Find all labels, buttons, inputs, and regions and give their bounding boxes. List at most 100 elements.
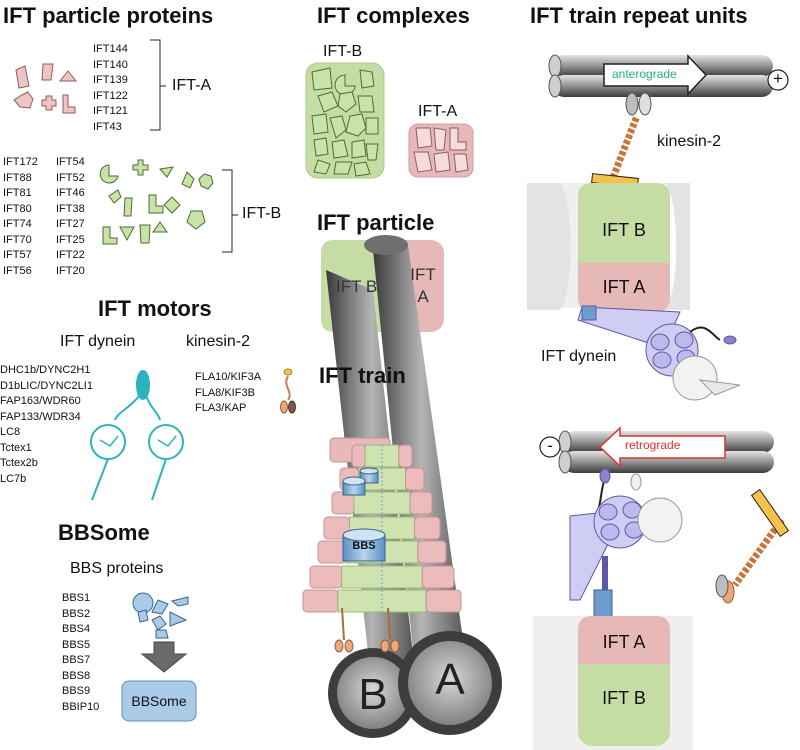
top-ift-b-label: IFT B bbox=[602, 220, 646, 240]
list-item: IFT20 bbox=[56, 264, 85, 277]
list-item: FLA3/KAP bbox=[195, 402, 247, 414]
train-row-ift-a-right bbox=[398, 444, 413, 468]
ift-a-complex-label: IFT-A bbox=[418, 103, 458, 120]
doublet-a-label: A bbox=[435, 655, 465, 704]
retrograde-arrow bbox=[598, 426, 726, 468]
kinesin-2-retrograde bbox=[715, 488, 790, 604]
doublet-b-label: B bbox=[358, 670, 388, 719]
ift-a-protein-shapes bbox=[13, 63, 78, 114]
train-row-ift-a-left bbox=[317, 540, 347, 564]
list-item: IFT121 bbox=[93, 105, 128, 117]
ift-dynein-retrograde bbox=[569, 468, 683, 619]
train-row-ift-a-right bbox=[405, 467, 425, 491]
list-item: BBS4 bbox=[62, 623, 91, 635]
list-item: D1bLIC/DYNC2LI1 bbox=[0, 379, 93, 392]
anterograde-label: anterograde bbox=[612, 67, 677, 81]
heading-repeat-units: IFT train repeat units bbox=[530, 3, 748, 28]
list-item: IFT122 bbox=[93, 89, 128, 102]
plus-end-marker bbox=[767, 69, 789, 91]
list-item: IFT172 bbox=[3, 156, 38, 168]
kinesin-2-anterograde bbox=[591, 92, 652, 194]
heading-particle: IFT particle bbox=[317, 210, 435, 235]
list-item: IFT52 bbox=[56, 171, 85, 184]
ift-dynein-anterograde bbox=[577, 305, 741, 401]
list-item: IFT46 bbox=[56, 187, 85, 199]
list-item: IFT140 bbox=[93, 58, 128, 71]
train-row-ift-a-right bbox=[409, 491, 433, 515]
train-row-ift-a-left bbox=[351, 444, 366, 468]
ift-b-bracket bbox=[222, 169, 238, 253]
list-item: BBIP10 bbox=[62, 700, 100, 713]
heading-train: IFT train bbox=[319, 363, 406, 388]
minus-end-marker bbox=[539, 436, 561, 458]
list-item: IFT22 bbox=[56, 249, 85, 261]
list-item: IFT139 bbox=[93, 74, 128, 86]
ift-b-complex bbox=[305, 62, 385, 179]
heading-bbsome: BBSome bbox=[58, 520, 150, 545]
ift-a-group-label: IFT-A bbox=[172, 77, 212, 94]
train-row-ift-a-right bbox=[425, 589, 462, 613]
ift-train bbox=[302, 235, 502, 738]
particle-ift-a-line1: IFT bbox=[410, 265, 436, 284]
train-rows bbox=[302, 444, 462, 613]
list-item: BBS7 bbox=[62, 654, 91, 666]
list-item: BBS1 bbox=[62, 592, 91, 604]
list-item: IFT88 bbox=[3, 171, 32, 184]
plus-end-label: + bbox=[773, 69, 783, 88]
ift-a-protein-list: IFT144 IFT140 IFT139 IFT122 IFT121 IFT43 bbox=[93, 42, 128, 135]
dynein-label: IFT dynein bbox=[60, 333, 136, 350]
train-row-ift-a-right bbox=[421, 565, 455, 589]
list-item: BBS2 bbox=[62, 607, 91, 620]
list-item: BBS8 bbox=[62, 669, 91, 682]
train-bbs-label: BBS bbox=[352, 540, 376, 552]
list-item: IFT25 bbox=[56, 233, 85, 246]
list-item: IFT43 bbox=[93, 120, 122, 133]
bbs-cylinders bbox=[342, 467, 386, 562]
list-item: BBS5 bbox=[62, 638, 91, 651]
retrograde-label: retrograde bbox=[625, 438, 681, 452]
ift-b-protein-list-col2: IFT54 IFT52 IFT46 IFT38 IFT27 IFT25 IFT2… bbox=[56, 155, 85, 279]
minus-end-label: - bbox=[547, 436, 553, 455]
list-item: IFT80 bbox=[3, 202, 32, 215]
list-item: IFT54 bbox=[56, 156, 85, 168]
ift-b-protein-list-col1: IFT172 IFT88 IFT81 IFT80 IFT74 IFT70 IFT… bbox=[3, 155, 38, 279]
list-item: IFT144 bbox=[93, 43, 128, 55]
kinesin-cartoon bbox=[280, 368, 296, 414]
heading-complexes: IFT complexes bbox=[317, 3, 470, 28]
particle-ift-b-label: IFT B bbox=[336, 277, 378, 296]
ift-a-bracket bbox=[150, 39, 166, 131]
train-row-ift-a-left bbox=[309, 565, 343, 589]
list-item: IFT27 bbox=[56, 218, 85, 230]
list-item: LC8 bbox=[0, 426, 21, 438]
list-item: Tctex2b bbox=[0, 457, 38, 469]
bottom-ift-b-label: IFT B bbox=[602, 688, 646, 708]
list-item: IFT81 bbox=[3, 187, 32, 199]
bbs-protein-shapes bbox=[132, 592, 189, 639]
dynein-protein-list: DHC1b/DYNC2H1 D1bLIC/DYNC2LI1 FAP163/WDR… bbox=[0, 363, 93, 487]
anterograde-arrow bbox=[603, 54, 708, 96]
train-row-ift-b bbox=[364, 444, 400, 468]
train-row-ift-a-right bbox=[413, 516, 441, 540]
heading-particle-proteins: IFT particle proteins bbox=[3, 3, 214, 28]
heading-motors: IFT motors bbox=[98, 296, 212, 321]
ift-b-complex-label: IFT-B bbox=[323, 43, 363, 60]
ift-a-complex bbox=[408, 123, 474, 178]
top-ift-a-label: IFT A bbox=[602, 277, 646, 297]
list-item: IFT74 bbox=[3, 218, 32, 230]
kinesin-protein-list: FLA10/KIF3A FLA8/KIF3B FLA3/KAP bbox=[195, 370, 261, 417]
bbs-proteins-label: BBS proteins bbox=[70, 560, 164, 577]
list-item: Tctex1 bbox=[0, 441, 32, 454]
bbsome-box-label: BBSome bbox=[131, 693, 187, 709]
list-item: IFT57 bbox=[3, 249, 32, 261]
list-item: IFT70 bbox=[3, 233, 32, 246]
train-row-ift-a-right bbox=[417, 540, 447, 564]
ift-b-protein-shapes bbox=[99, 159, 214, 245]
list-item: LC7b bbox=[0, 472, 27, 485]
list-item: DHC1b/DYNC2H1 bbox=[0, 364, 91, 376]
train-row-ift-b bbox=[341, 565, 423, 589]
bbs-protein-list: BBS1 BBS2 BBS4 BBS5 BBS7 BBS8 BBS9 BBIP1… bbox=[62, 591, 99, 715]
top-train-unit bbox=[527, 183, 690, 313]
list-item: FLA8/KIF3B bbox=[195, 386, 255, 399]
list-item: FLA10/KIF3A bbox=[195, 371, 262, 383]
list-item: FAP133/WDR34 bbox=[0, 410, 81, 423]
